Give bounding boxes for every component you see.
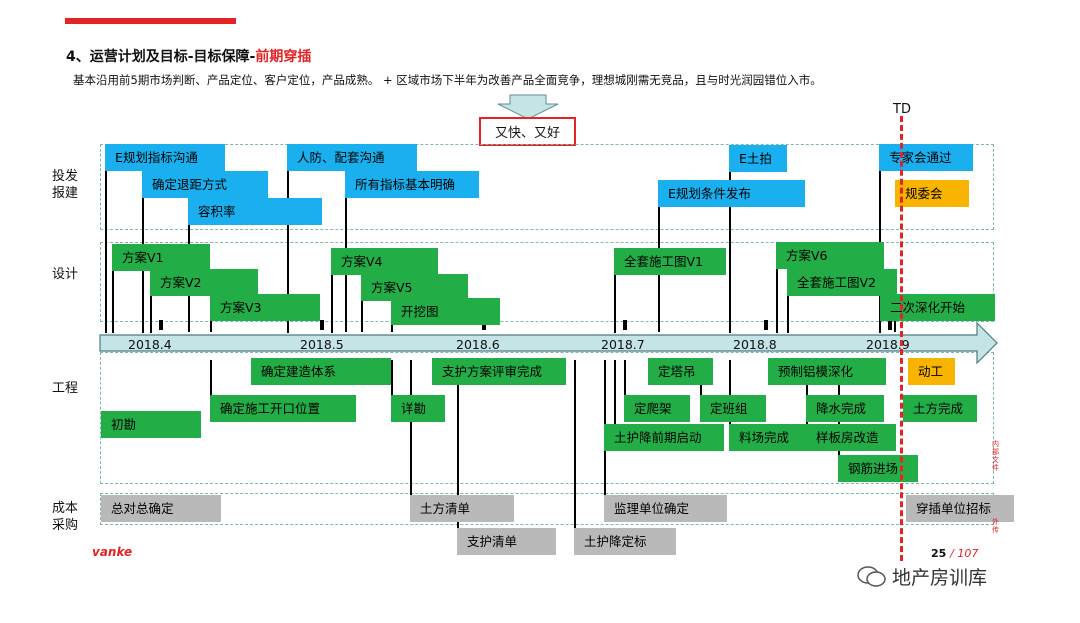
milestone-line xyxy=(614,360,616,440)
title-highlight: 前期穿插 xyxy=(255,49,312,65)
task-bar: 穿插单位招标 xyxy=(906,495,1014,522)
timeline-label: 2018.5 xyxy=(300,337,344,352)
task-bar: E土拍 xyxy=(729,145,787,172)
task-bar: 确定退距方式 xyxy=(142,171,268,198)
task-bar: 定班组 xyxy=(700,395,766,422)
title-accent-bar xyxy=(65,18,236,24)
timeline-tick xyxy=(320,320,324,330)
task-bar: 确定建造体系 xyxy=(251,358,391,385)
task-bar: 规委会 xyxy=(895,180,969,207)
milestone-line xyxy=(787,283,789,333)
timeline-arrow xyxy=(99,322,998,364)
task-bar: 动工 xyxy=(908,358,955,385)
page-subtitle: 基本沿用前5期市场判断、产品定位、客户定位，产品成熟。 + 区域市场下半年为改善… xyxy=(73,73,822,87)
task-bar: 方案V3 xyxy=(210,294,320,321)
task-bar: 方案V5 xyxy=(361,274,468,301)
row-label-design: 设计 xyxy=(52,267,79,282)
band-design xyxy=(100,242,994,322)
milestone-line xyxy=(457,360,459,542)
milestone-line xyxy=(729,158,731,333)
task-bar: 料场完成 xyxy=(729,424,808,451)
task-bar: 全套施工图V1 xyxy=(614,248,726,275)
milestone-line xyxy=(624,360,626,410)
task-bar: 支护方案评审完成 xyxy=(432,358,566,385)
timeline-label: 2018.8 xyxy=(733,337,777,352)
task-bar: 监理单位确定 xyxy=(604,495,727,522)
watermark: 地产房训库 xyxy=(892,567,988,589)
timeline-tick xyxy=(764,320,768,330)
internal-note: 内部文件 xyxy=(992,440,999,472)
milestone-line xyxy=(700,360,702,410)
goal-callout: 又快、又好 xyxy=(479,117,576,146)
task-bar: 支护清单 xyxy=(457,528,556,555)
task-bar: 详勘 xyxy=(391,395,445,422)
td-label: TD xyxy=(893,102,911,117)
timeline-tick xyxy=(482,320,486,330)
timeline-tick xyxy=(888,320,892,330)
band-eng xyxy=(100,352,994,484)
timeline-label: 2018.9 xyxy=(866,337,910,352)
task-bar: 降水完成 xyxy=(806,395,884,422)
milestone-line xyxy=(210,360,212,405)
timeline-tick xyxy=(623,320,627,330)
td-dashed-line xyxy=(900,116,903,561)
down-arrow-icon xyxy=(497,94,559,120)
task-bar: 所有指标基本明确 xyxy=(345,171,479,198)
milestone-line xyxy=(112,258,114,333)
task-bar: 方案V2 xyxy=(150,269,258,296)
timeline-label: 2018.6 xyxy=(456,337,500,352)
milestone-line xyxy=(105,158,107,333)
row-label-tf: 投发 报建 xyxy=(52,169,79,201)
task-bar: 土方完成 xyxy=(903,395,977,422)
timeline-label: 2018.7 xyxy=(601,337,645,352)
milestone-line xyxy=(391,360,393,408)
task-bar: 方案V6 xyxy=(776,242,884,269)
task-bar: 土护降定标 xyxy=(574,528,676,555)
wechat-icon xyxy=(857,566,886,587)
task-bar: 确定施工开口位置 xyxy=(210,395,356,422)
band-tf xyxy=(100,144,994,230)
internal-note-2: 外传 xyxy=(992,518,999,534)
page-title: 4、运营计划及目标-目标保障-前期穿插 xyxy=(66,49,312,65)
task-bar: 土方清单 xyxy=(410,495,514,522)
milestone-line xyxy=(361,287,363,332)
timeline-tick xyxy=(159,320,163,330)
page-number: 25 / 107 xyxy=(931,547,979,560)
milestone-line xyxy=(410,360,412,510)
row-label-cost: 成本 采购 xyxy=(52,501,79,533)
task-bar: 专家会通过 xyxy=(879,144,973,171)
milestone-line xyxy=(776,258,778,333)
milestone-line xyxy=(614,260,616,333)
milestone-line xyxy=(574,360,576,542)
band-cost xyxy=(100,493,994,525)
task-bar: 土护降前期启动 xyxy=(604,424,724,451)
milestone-line xyxy=(287,158,289,333)
task-bar: 容积率 xyxy=(188,198,322,225)
task-bar: 方案V4 xyxy=(331,248,438,275)
task-bar: 钢筋进场 xyxy=(838,455,918,482)
task-bar: 总对总确定 xyxy=(101,495,221,522)
task-bar: 方案V1 xyxy=(112,244,210,271)
task-bar: 初勘 xyxy=(101,411,201,438)
task-bar: 全套施工图V2 xyxy=(787,269,897,296)
task-bar: 人防、配套沟通 xyxy=(287,144,417,171)
task-bar: 定塔吊 xyxy=(648,358,713,385)
task-bar: E规划条件发布 xyxy=(658,180,805,207)
task-bar: 预制铝模深化 xyxy=(768,358,886,385)
row-label-eng: 工程 xyxy=(52,381,79,396)
task-bar: E规划指标沟通 xyxy=(105,144,225,171)
task-bar: 二次深化开始 xyxy=(880,294,995,321)
task-bar: 样板房改造 xyxy=(806,424,896,451)
task-bar: 开挖图 xyxy=(391,298,500,325)
vanke-logo: vanke xyxy=(92,545,133,559)
milestone-line xyxy=(331,260,333,333)
timeline-label: 2018.4 xyxy=(128,337,172,352)
task-bar: 定爬架 xyxy=(624,395,690,422)
milestone-line xyxy=(150,283,152,333)
